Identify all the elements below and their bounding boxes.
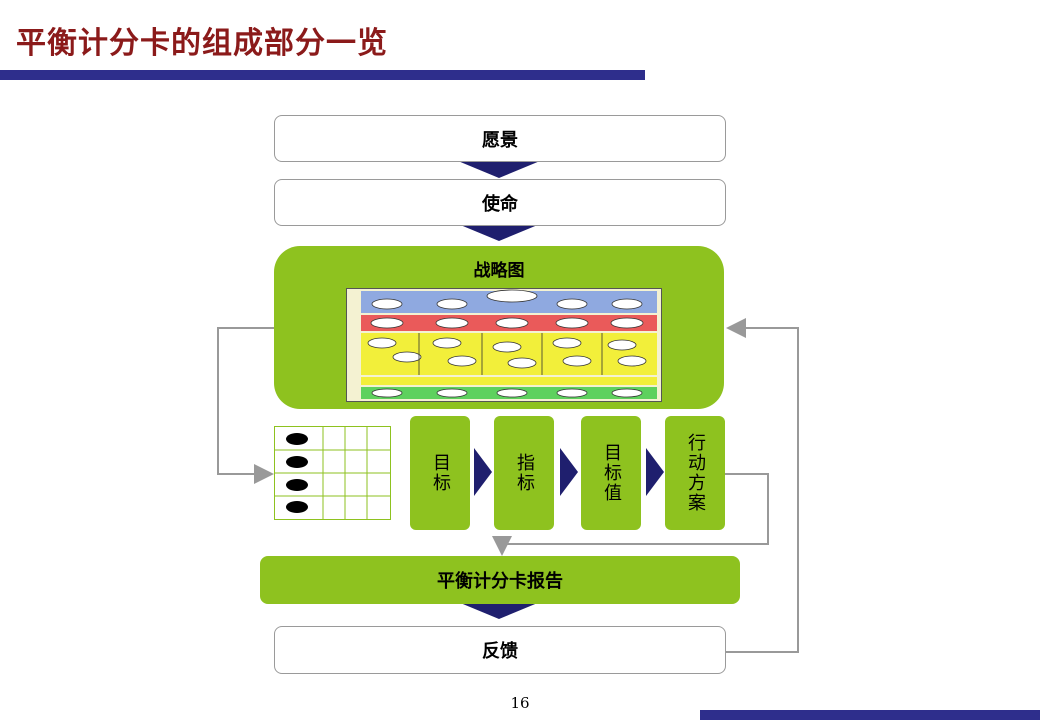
connector-feedback-to-map bbox=[724, 318, 799, 653]
step-label-objective: 目标 bbox=[430, 453, 451, 493]
feedback-label: 反馈 bbox=[482, 641, 518, 662]
step-box-measure: 指标 bbox=[494, 416, 554, 530]
arrow-step-3 bbox=[646, 448, 664, 496]
connector-actions-to-report bbox=[492, 473, 769, 556]
arrow-mission-to-map bbox=[458, 224, 540, 241]
title-underline-bar bbox=[0, 70, 645, 80]
vision-box: 愿景 bbox=[274, 115, 726, 162]
report-box: 平衡计分卡报告 bbox=[260, 556, 740, 604]
strategy-map-thumbnail bbox=[346, 288, 662, 402]
step-box-initiative: 行动方案 bbox=[665, 416, 725, 530]
step-label-target: 目标值 bbox=[601, 443, 622, 503]
feedback-box: 反馈 bbox=[274, 626, 726, 674]
step-label-measure: 指标 bbox=[514, 453, 535, 493]
arrow-vision-to-mission bbox=[458, 161, 540, 178]
report-label: 平衡计分卡报告 bbox=[437, 571, 563, 592]
footer-bar bbox=[700, 710, 1040, 720]
arrow-report-to-feedback bbox=[458, 602, 540, 619]
mission-box: 使命 bbox=[274, 179, 726, 226]
step-label-initiative: 行动方案 bbox=[685, 433, 706, 513]
page-title: 平衡计分卡的组成部分一览 bbox=[16, 26, 388, 61]
step-box-target: 目标值 bbox=[581, 416, 641, 530]
strategy-map-graphic bbox=[361, 289, 657, 399]
strategy-map-label: 战略图 bbox=[473, 261, 525, 281]
step-box-objective: 目标 bbox=[410, 416, 470, 530]
scorecard-grid bbox=[274, 426, 391, 520]
connector-map-to-grid bbox=[217, 327, 274, 484]
page-number: 16 bbox=[510, 694, 530, 712]
arrow-step-1 bbox=[474, 448, 492, 496]
scorecard-grid-graphic bbox=[275, 427, 390, 519]
vision-label: 愿景 bbox=[482, 129, 518, 151]
mission-label: 使命 bbox=[482, 193, 518, 215]
arrow-step-2 bbox=[560, 448, 578, 496]
